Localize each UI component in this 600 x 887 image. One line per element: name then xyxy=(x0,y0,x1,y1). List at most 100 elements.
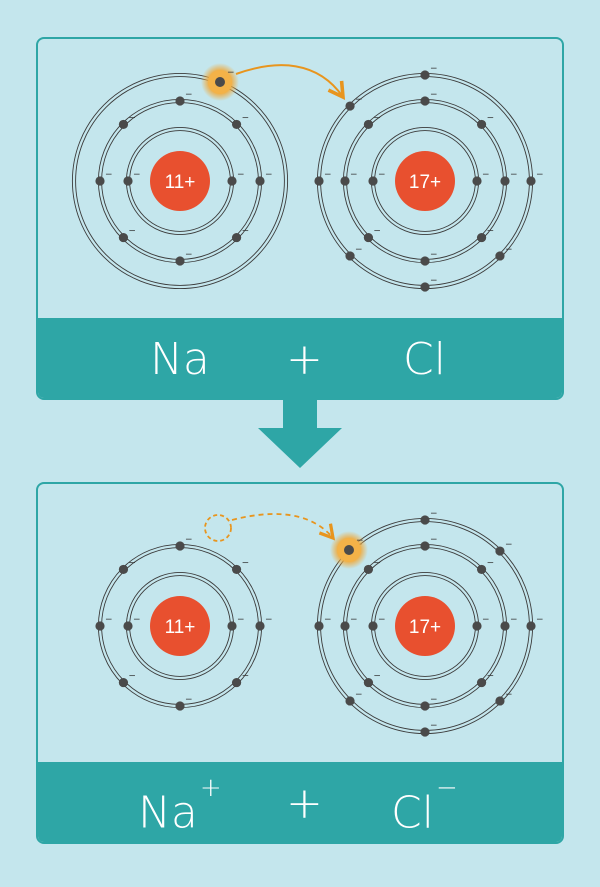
electron: − xyxy=(472,615,490,631)
transferred-electron: − xyxy=(330,531,368,569)
atoms-before-diagram: 11+−−−−−−−−−− 17+−−−−−−−−−−−−−−−−− − xyxy=(71,63,544,292)
sodium-atom: 11+ − − − − − − − − − − xyxy=(71,72,289,290)
atoms-after-diagram: 11+−−−−−−−−−− 17+−−−−−−−−−−−−−−−−−− − xyxy=(95,509,544,737)
electron: − xyxy=(420,721,438,737)
electron: − xyxy=(476,558,495,575)
svg-text:−: − xyxy=(430,90,438,100)
chloride-ion-symbol: Cl− xyxy=(391,773,458,839)
svg-text:−: − xyxy=(185,535,193,545)
nucleus xyxy=(395,596,455,656)
electron: − xyxy=(420,276,438,292)
electron: − xyxy=(255,615,273,631)
sodium-ion-symbol: Na+ xyxy=(138,773,222,836)
electron: − xyxy=(476,672,495,688)
svg-text:−: − xyxy=(185,90,193,100)
electron: − xyxy=(175,90,193,106)
svg-text:−: − xyxy=(242,672,250,682)
electron-sign: − xyxy=(227,68,235,78)
svg-text:−: − xyxy=(324,615,332,625)
electron: − xyxy=(118,227,136,243)
nucleus-charge: 11+ xyxy=(165,617,196,638)
electron: − xyxy=(420,535,438,551)
nucleus-charge: 11+ xyxy=(165,172,196,193)
electron: − xyxy=(363,227,381,243)
electron: − xyxy=(420,64,438,80)
electron: − xyxy=(231,227,249,243)
svg-text:−: − xyxy=(430,695,438,705)
svg-text:−: − xyxy=(430,535,438,545)
electron: − xyxy=(420,90,438,106)
svg-text:−: − xyxy=(430,276,438,286)
svg-text:−: − xyxy=(430,64,438,74)
electron: − xyxy=(95,170,113,186)
electron: − xyxy=(363,558,381,575)
electron: − xyxy=(175,250,193,266)
electron: − xyxy=(118,113,136,130)
svg-text:−: − xyxy=(185,250,193,260)
svg-text:−: − xyxy=(324,170,332,180)
sodium-ion: 11+−−−−−−−−−− xyxy=(95,535,273,711)
electron: − xyxy=(472,170,490,186)
svg-text:−: − xyxy=(133,615,141,625)
electron: − xyxy=(526,170,544,186)
nucleus-charge: 17+ xyxy=(409,172,441,193)
electron: − xyxy=(340,170,358,186)
electron: − xyxy=(231,672,250,688)
electron: − xyxy=(118,672,136,688)
electron: − xyxy=(363,113,381,130)
electron: − xyxy=(500,615,518,631)
electron-shell xyxy=(71,72,289,290)
electron-shell xyxy=(75,76,285,286)
electron: − xyxy=(495,540,513,556)
svg-text:−: − xyxy=(430,721,438,731)
svg-text:−: − xyxy=(355,95,363,105)
svg-text:−: − xyxy=(355,245,363,255)
svg-text:−: − xyxy=(133,170,141,180)
chlorine-atom: 17+−−−−−−−−−−−−−−−−− xyxy=(314,64,544,292)
svg-text:−: − xyxy=(487,227,495,237)
electron-transfer-arrow xyxy=(235,64,346,100)
electron: − xyxy=(231,558,250,575)
svg-text:−: − xyxy=(185,695,193,705)
svg-text:−: − xyxy=(242,113,250,123)
electron: − xyxy=(340,615,358,631)
electron: − xyxy=(526,615,544,631)
svg-text:−: − xyxy=(350,170,358,180)
sodium-charge: + xyxy=(199,773,222,803)
svg-text:−: − xyxy=(378,615,386,625)
electron: − xyxy=(175,535,193,551)
svg-text:−: − xyxy=(536,615,544,625)
svg-text:−: − xyxy=(355,690,363,700)
electron: − xyxy=(123,170,141,186)
electron: − xyxy=(500,170,518,186)
svg-text:−: − xyxy=(373,227,381,237)
nucleus-charge: 17+ xyxy=(409,617,441,638)
nucleus xyxy=(150,151,210,211)
svg-text:−: − xyxy=(510,615,518,625)
svg-text:−: − xyxy=(487,672,495,682)
electron: − xyxy=(368,170,386,186)
svg-text:−: − xyxy=(378,170,386,180)
electron: − xyxy=(255,170,273,186)
svg-text:−: − xyxy=(430,509,438,519)
svg-text:−: − xyxy=(128,558,136,568)
svg-text:−: − xyxy=(505,690,513,700)
svg-text:−: − xyxy=(242,558,250,568)
electron: − xyxy=(227,615,245,631)
svg-text:−: − xyxy=(128,672,136,682)
svg-text:−: − xyxy=(510,170,518,180)
chloride-charge: − xyxy=(435,773,458,803)
electron: − xyxy=(476,113,495,130)
former-electron-position xyxy=(204,514,232,542)
svg-text:−: − xyxy=(487,113,495,123)
svg-text:−: − xyxy=(482,615,490,625)
equation-bar-after: Na+ + Cl− xyxy=(38,762,562,842)
svg-text:−: − xyxy=(487,558,495,568)
svg-text:−: − xyxy=(536,170,544,180)
electron: − xyxy=(345,95,363,111)
svg-text:−: − xyxy=(265,170,273,180)
electron: − xyxy=(368,615,386,631)
svg-text:−: − xyxy=(237,170,245,180)
chlorine-symbol: Cl xyxy=(403,334,446,385)
chlorine-symbol: Cl xyxy=(391,787,434,839)
